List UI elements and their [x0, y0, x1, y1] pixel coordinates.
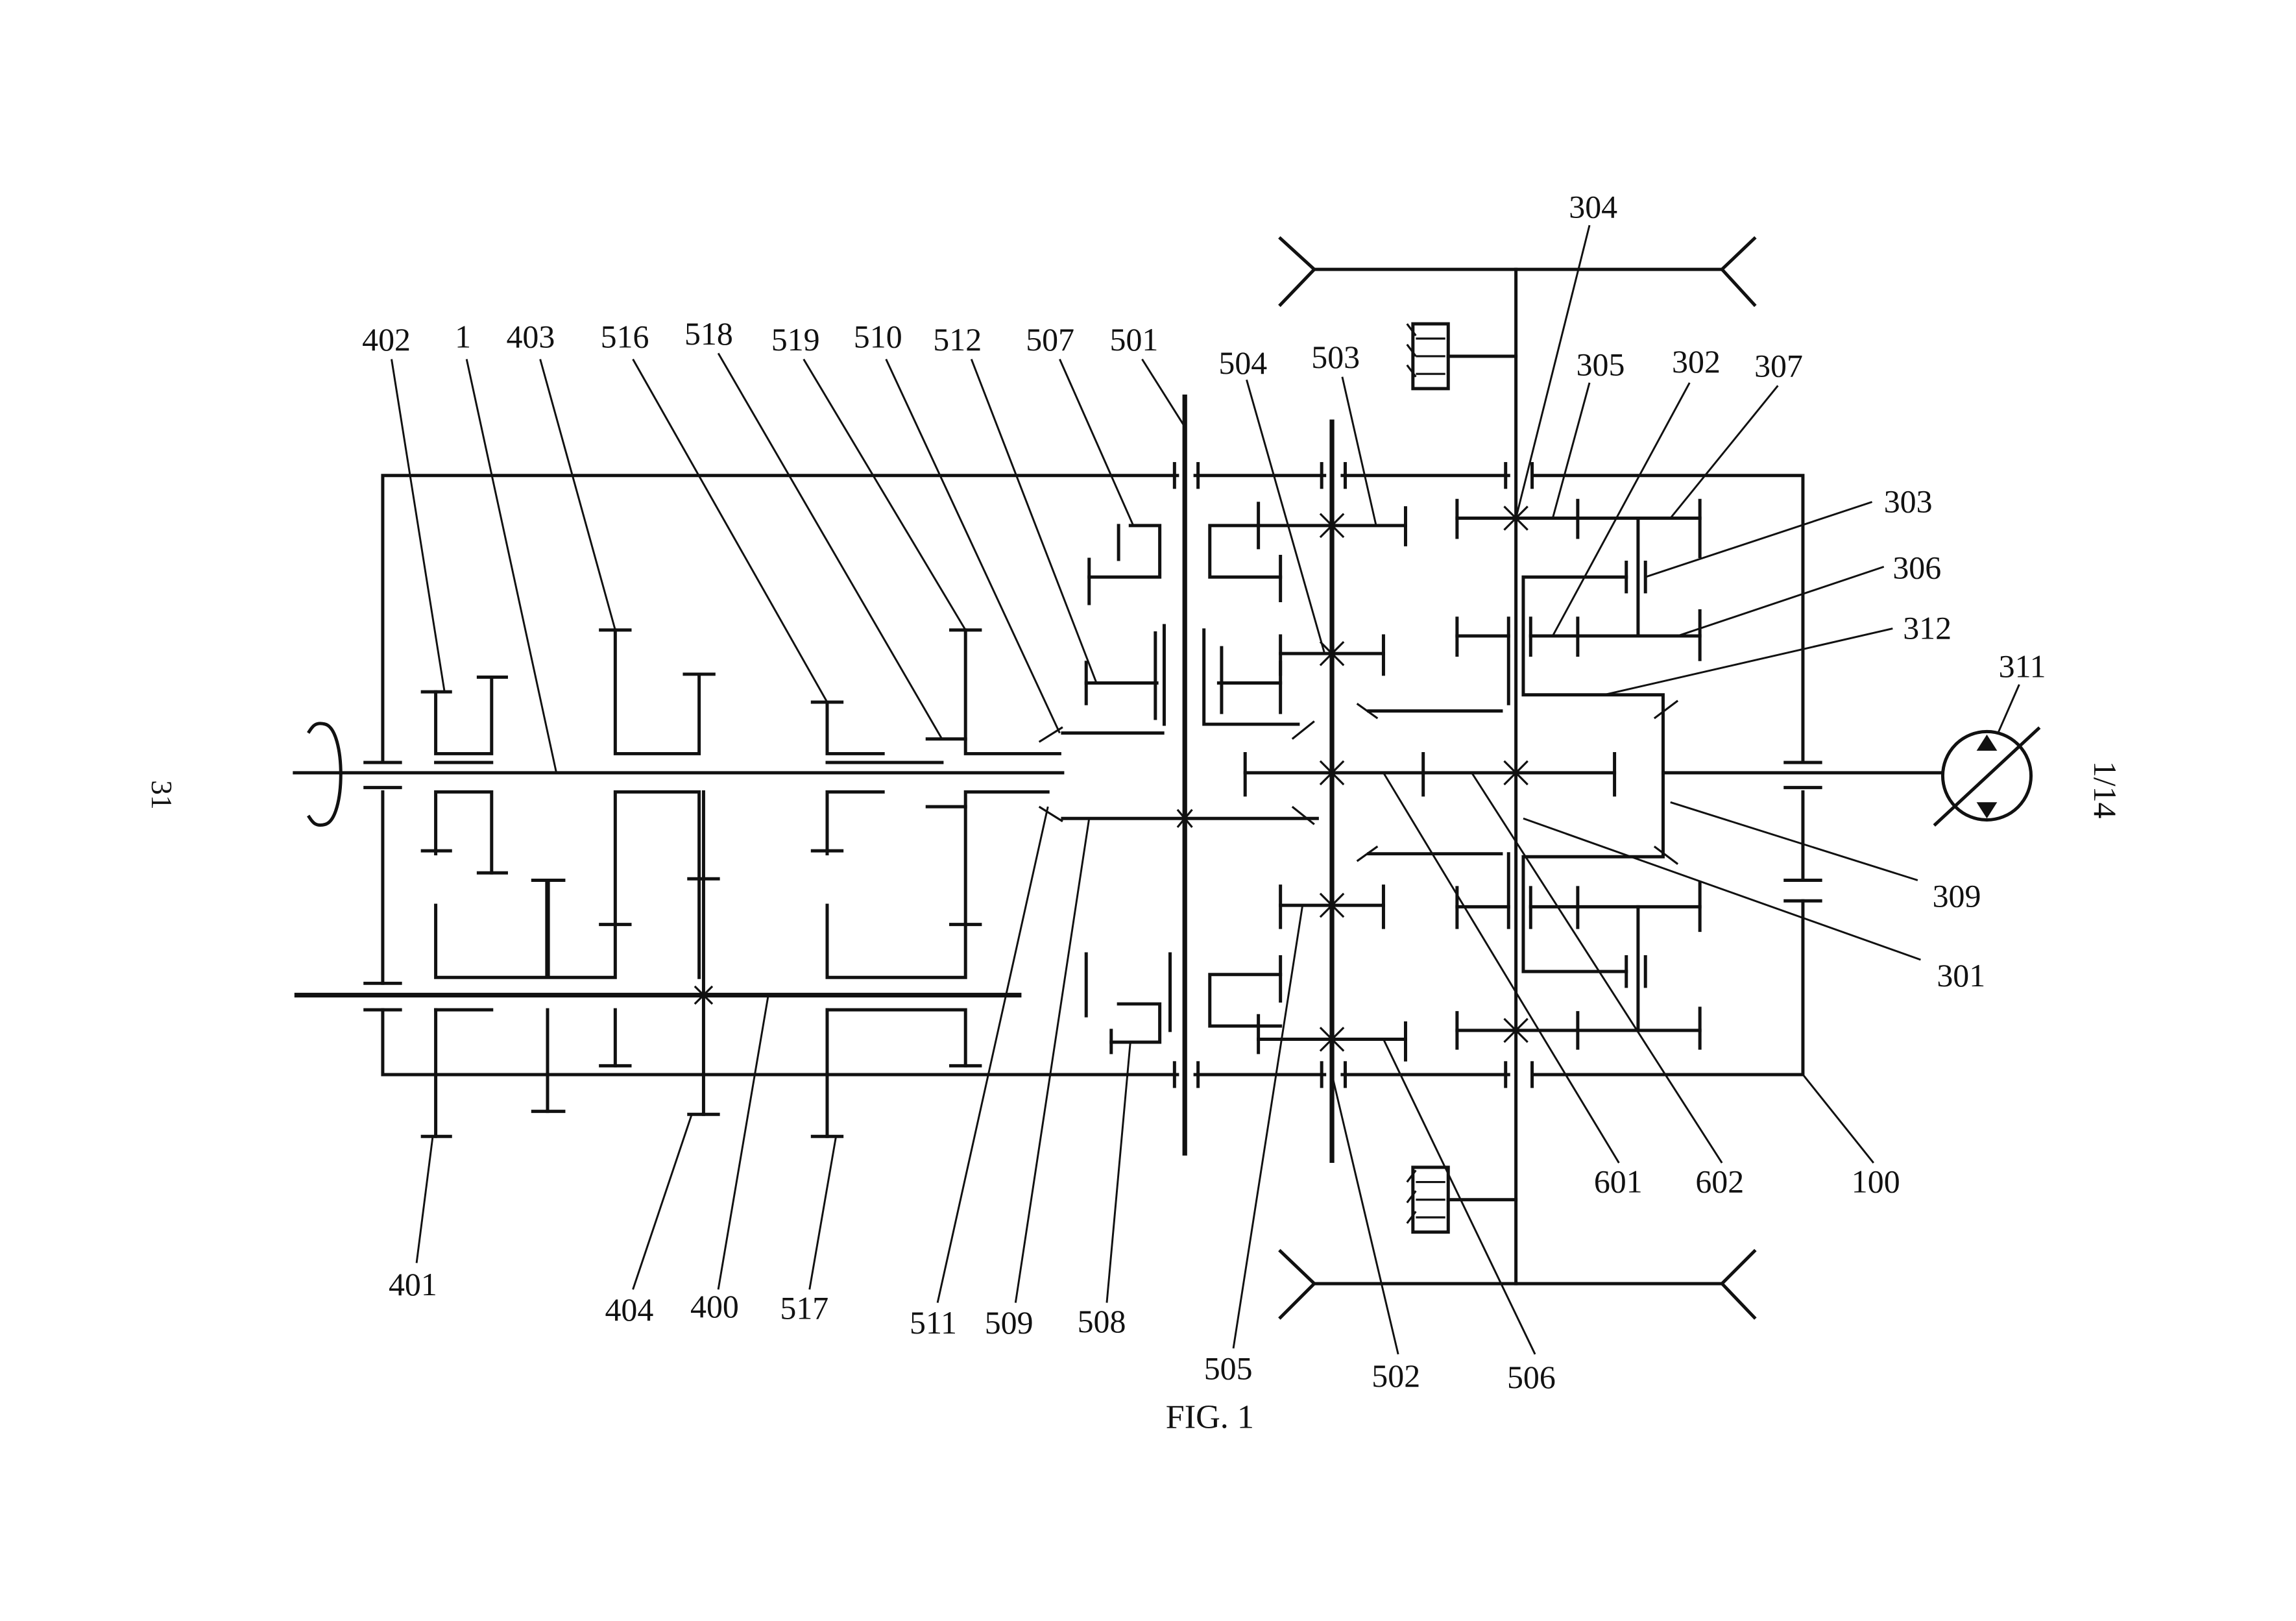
label-504: 504	[1218, 345, 1267, 381]
carrier-502	[1202, 419, 1617, 1164]
label-305: 305	[1577, 347, 1625, 382]
label-602: 602	[1695, 1164, 1744, 1199]
gear-set-403-404	[599, 628, 720, 1116]
output-flange-top	[1278, 236, 1757, 308]
variable-displacement-pump-motor-icon	[1933, 726, 2041, 827]
label-302: 302	[1672, 344, 1721, 380]
label-509: 509	[985, 1305, 1033, 1341]
label-403: 403	[506, 319, 555, 354]
label-508: 508	[1078, 1304, 1126, 1339]
input-shaft-1	[293, 722, 1065, 827]
label-506: 506	[1507, 1359, 1556, 1395]
label-518: 518	[684, 316, 733, 352]
reference-labels: 402 1 403 516 518 519 510 512 507 501 50…	[362, 189, 2046, 1395]
label-402: 402	[362, 322, 411, 358]
label-1: 1	[455, 319, 471, 354]
label-517: 517	[780, 1291, 828, 1326]
label-312: 312	[1903, 610, 1952, 646]
label-501: 501	[1110, 322, 1159, 358]
leader-lines	[391, 225, 2020, 1355]
label-511: 511	[910, 1305, 957, 1341]
planet-joint-stars	[1319, 511, 1345, 1052]
label-303: 303	[1884, 483, 1933, 519]
sheet-of-total: 1/14	[2087, 761, 2123, 819]
label-505: 505	[1204, 1351, 1253, 1387]
gear-set-401-402	[420, 675, 701, 1138]
figure-caption: FIG. 1	[1166, 1398, 1254, 1435]
label-510: 510	[854, 319, 902, 354]
label-507: 507	[1026, 322, 1074, 358]
label-404: 404	[605, 1292, 653, 1328]
label-519: 519	[771, 322, 820, 358]
clutch-pack-507-512	[1061, 394, 1319, 1156]
planetary-set-300	[1455, 267, 1944, 1286]
label-601: 601	[1594, 1164, 1643, 1199]
label-401: 401	[389, 1267, 437, 1302]
label-512: 512	[933, 322, 982, 358]
label-516: 516	[601, 319, 649, 354]
brake-lower-icon	[1406, 1165, 1518, 1234]
label-309: 309	[1933, 878, 1981, 914]
label-503: 503	[1311, 339, 1360, 375]
label-307: 307	[1754, 348, 1803, 384]
label-502: 502	[1372, 1358, 1420, 1394]
countershaft-400	[294, 985, 1022, 1005]
gear-set-516-519	[810, 628, 1063, 1138]
housing-100	[363, 462, 1822, 1088]
label-301: 301	[1937, 958, 1985, 993]
brake-upper-icon	[1406, 322, 1518, 391]
label-311: 311	[1999, 648, 2046, 684]
sheet-number: 31	[145, 780, 178, 809]
input-rotation-arrow-icon	[307, 722, 343, 827]
label-304: 304	[1569, 189, 1617, 225]
label-306: 306	[1892, 550, 1941, 585]
label-100: 100	[1852, 1164, 1900, 1199]
label-400: 400	[690, 1289, 739, 1324]
